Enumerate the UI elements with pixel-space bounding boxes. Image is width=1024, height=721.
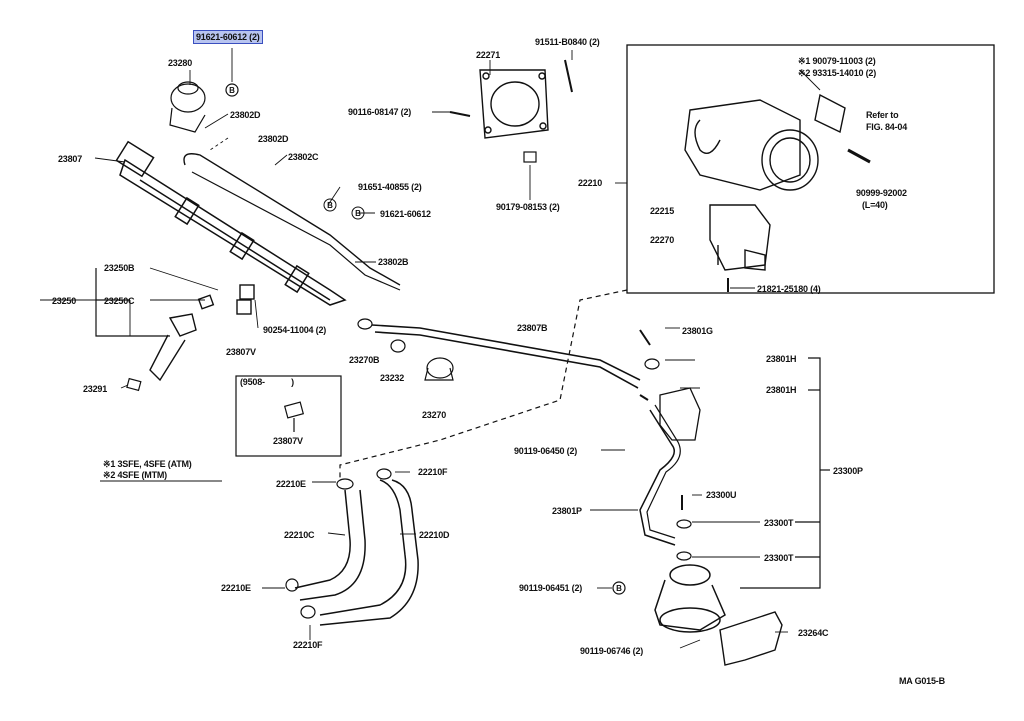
diagram-code: MA G015-B [899,676,945,686]
throttle-body-box [626,44,995,294]
label-22215[interactable]: 22215 [650,206,675,216]
label-23291[interactable]: 23291 [83,384,108,394]
gasket-22271 [479,69,549,139]
bolt-marker: B [327,201,333,210]
pressure-regulator [169,81,206,133]
label-91511[interactable]: 91511-B0840 (2) [535,37,600,47]
label-90119-06451[interactable]: 90119-06451 (2) [519,583,583,593]
fuel-filter [654,564,726,633]
figure-reference-link[interactable]: FIG. 84-04 [866,122,908,132]
label-23807V-inset[interactable]: 23807V [273,436,303,446]
highlight-qty-text: (2) [249,32,260,42]
note-2-mark: ※2 [103,470,116,480]
label-23300T-b[interactable]: 23300T [764,553,794,563]
label-23801P[interactable]: 23801P [552,506,582,516]
bracket-23250 [95,268,170,337]
bolt-marker: B [616,584,622,593]
label-91621[interactable]: 91621-60612 [380,209,431,219]
note-2-text: 4SFE (MTM) [117,470,167,480]
label-90119-06746[interactable]: 90119-06746 (2) [580,646,644,656]
label-22210F-a[interactable]: 22210F [418,467,448,477]
label-90119-06450[interactable]: 90119-06450 (2) [514,446,578,456]
label-90116[interactable]: 90116-08147 (2) [348,107,412,117]
label-22210E-b[interactable]: 22210E [221,583,251,593]
mark-2: ※2 [798,68,811,78]
label-23300P[interactable]: 23300P [833,466,863,476]
note-2: ※2 4SFE (MTM) [103,470,167,480]
bracket-23300P [740,357,821,589]
label-22210E-a[interactable]: 22210E [276,479,306,489]
label-23807[interactable]: 23807 [58,154,83,164]
fuel-pipe [183,153,401,286]
label-23250[interactable]: 23250 [52,296,77,306]
label-23802B[interactable]: 23802B [378,257,409,267]
label-23270B[interactable]: 23270B [349,355,380,365]
label-23802D-a[interactable]: 23802D [230,110,261,120]
highlight-part-text: 91621-60612 [196,32,247,42]
inset-box [235,375,342,457]
label-22271[interactable]: 22271 [476,50,501,60]
label-23250B[interactable]: 23250B [104,263,135,273]
label-23300U[interactable]: 23300U [706,490,737,500]
label-23802D-b[interactable]: 23802D [258,134,289,144]
label-9508: (9508- ) [240,377,294,387]
bracket-part [659,387,701,441]
label-23264C[interactable]: 23264C [798,628,829,638]
bracket-23264C [719,611,783,666]
injector [149,284,255,382]
highlighted-part-number[interactable]: 91621-60612 (2) [193,30,263,44]
label-90999[interactable]: 90999-92002 [856,188,907,198]
label-90254[interactable]: 90254-11004 (2) [263,325,327,335]
label-22210C[interactable]: 22210C [284,530,315,540]
label-22210D[interactable]: 22210D [419,530,450,540]
label-90999-length: (L=40) [862,200,888,210]
note-1-text: 3SFE, 4SFE (ATM) [117,459,192,469]
label-23807B[interactable]: 23807B [517,323,548,333]
throttle-body [684,93,871,191]
fuel-line-23801P [639,409,676,546]
label-22210[interactable]: 22210 [578,178,603,188]
label-23801G[interactable]: 23801G [682,326,713,336]
label-91651[interactable]: 91651-40855 (2) [358,182,422,192]
label-23802C[interactable]: 23802C [288,152,319,162]
mark-1: ※1 [798,56,811,66]
note-1-mark: ※1 [103,459,116,469]
coolant-hoses [294,479,419,626]
label-90079-text: 90079-11003 (2) [812,56,876,66]
refer-to-text: Refer to [866,110,899,120]
label-23300T-a[interactable]: 23300T [764,518,794,528]
bolt-marker: B [229,86,235,95]
label-90179[interactable]: 90179-08153 (2) [496,202,560,212]
label-23250C[interactable]: 23250C [104,296,135,306]
label-90079[interactable]: ※1 90079-11003 (2) [798,56,876,66]
label-9508-start: (9508- [240,377,265,387]
label-93315-text: 93315-14010 (2) [812,68,877,78]
label-22270[interactable]: 22270 [650,235,675,245]
isc-valve [709,204,771,271]
vsv-23270 [424,357,454,381]
label-22210F-b[interactable]: 22210F [293,640,323,650]
label-23280[interactable]: 23280 [168,58,193,68]
hose-23807B [371,324,641,381]
label-21821[interactable]: 21821-25180 (4) [757,284,821,294]
hose-route-dashed [339,289,628,480]
label-23807V[interactable]: 23807V [226,347,256,357]
label-9508-end: ) [291,377,294,387]
label-23232[interactable]: 23232 [380,373,405,383]
label-23270[interactable]: 23270 [422,410,447,420]
label-23801H-b[interactable]: 23801H [766,385,797,395]
bolt-marker: B [355,209,361,218]
label-23801H-a[interactable]: 23801H [766,354,797,364]
note-1: ※1 3SFE, 4SFE (ATM) [103,459,192,469]
fuel-rail [115,140,347,306]
label-93315[interactable]: ※2 93315-14010 (2) [798,68,876,78]
